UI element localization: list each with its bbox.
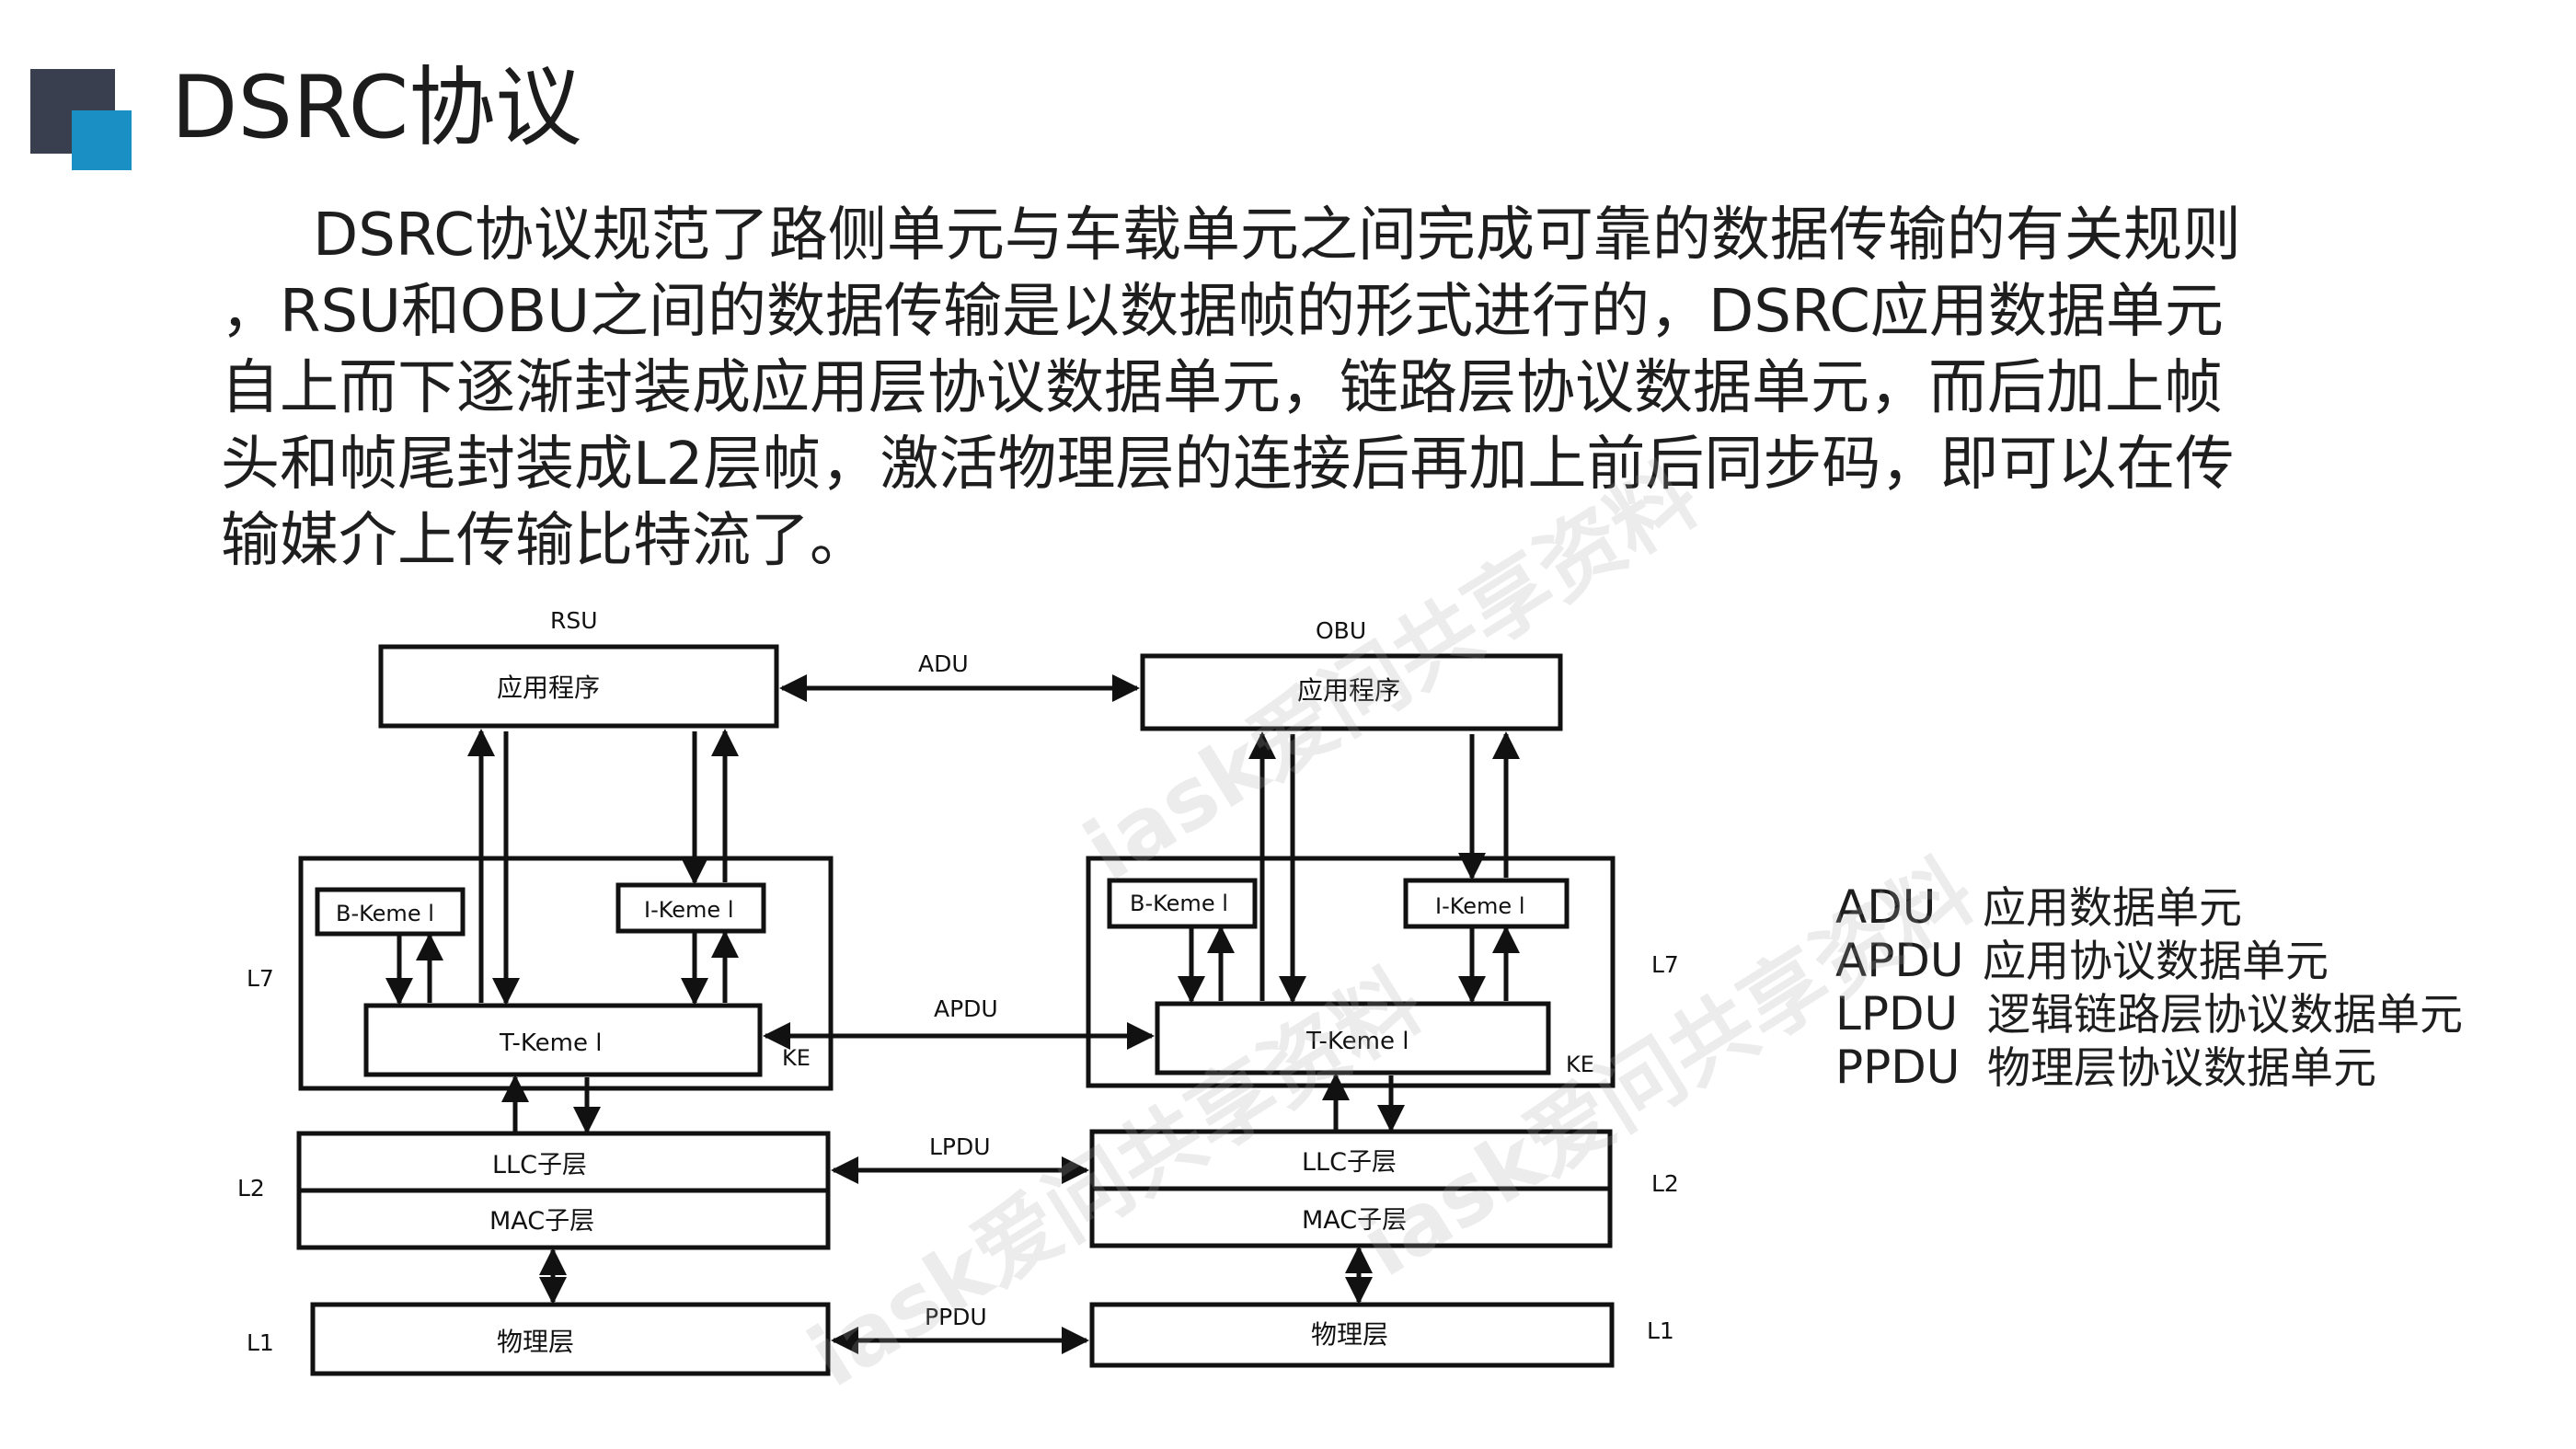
rsu-l7-box — [298, 856, 834, 1091]
legend-abbr: LPDU — [1835, 987, 1959, 1041]
rsu-i-kernel-box — [615, 882, 766, 934]
rsu-app-label: 应用程序 — [497, 673, 600, 703]
apdu-link-label: APDU — [934, 995, 998, 1022]
rsu-b-kernel-box — [315, 887, 466, 937]
rsu-l7-label: L7 — [247, 965, 274, 992]
rsu-phy-label: 物理层 — [497, 1327, 574, 1357]
rsu-t-kernel-box — [363, 1003, 763, 1077]
lpdu-link-label: LPDU — [929, 1133, 991, 1160]
paragraph-line: 自上而下逐渐封装成应用层协议数据单元，链路层协议数据单元，而后加上帧 — [221, 354, 2223, 422]
legend-desc: 应用协议数据单元 — [1982, 937, 2329, 987]
obu-app-box — [1140, 653, 1563, 731]
obu-b-kernel-box — [1107, 878, 1258, 929]
obu-llc-label: LLC子层 — [1302, 1148, 1397, 1177]
legend-desc: 逻辑链路层协议数据单元 — [1986, 990, 2463, 1041]
obu-label: OBU — [1316, 617, 1366, 644]
obu-phy-label: 物理层 — [1311, 1319, 1388, 1350]
obu-l7-label: L7 — [1651, 951, 1679, 978]
rsu-t-kernel-label: T-Keme l — [499, 1029, 602, 1057]
rsu-ke-label: KE — [782, 1045, 811, 1071]
legend-desc: 应用数据单元 — [1982, 883, 2242, 934]
legend-item: LPDU 逻辑链路层协议数据单元 — [1835, 988, 2463, 1041]
obu-l7-box — [1086, 856, 1616, 1088]
rsu-phy-box — [310, 1302, 831, 1376]
obu-l2-label: L2 — [1651, 1170, 1679, 1197]
paragraph-line: 输媒介上传输比特流了。 — [221, 507, 868, 575]
obu-ke-label: KE — [1566, 1052, 1594, 1077]
adu-link-label: ADU — [918, 650, 969, 677]
obu-t-kernel-label: T-Keme l — [1305, 1028, 1409, 1055]
legend-abbr: APDU — [1835, 934, 1964, 987]
obu-i-kernel-box — [1403, 878, 1570, 929]
ppdu-link-label: PPDU — [925, 1304, 987, 1330]
legend-item: PPDU 物理层协议数据单元 — [1835, 1041, 2463, 1095]
legend-abbr: ADU — [1835, 880, 1937, 934]
rsu-mac-label: MAC子层 — [489, 1207, 594, 1236]
legend-desc: 物理层协议数据单元 — [1986, 1043, 2376, 1094]
obu-i-kernel-label: I-Keme l — [1435, 893, 1525, 919]
page-title: DSRC协议 — [171, 58, 582, 158]
intro-paragraph: DSRC协议规范了路侧单元与车载单元之间完成可靠的数据传输的有关规则 ，RSU和… — [221, 198, 2466, 580]
rsu-l2-label: L2 — [237, 1175, 265, 1202]
rsu-app-box — [378, 644, 779, 729]
obu-mac-label: MAC子层 — [1302, 1206, 1407, 1235]
rsu-label: RSU — [550, 607, 598, 634]
rsu-b-kernel-label: B-Keme l — [336, 901, 434, 926]
rsu-llc-label: LLC子层 — [492, 1151, 587, 1179]
paragraph-line: DSRC协议规范了路侧单元与车载单元之间完成可靠的数据传输的有关规则 — [313, 201, 2241, 270]
legend-item: APDU 应用协议数据单元 — [1835, 935, 2463, 988]
paragraph-line: ，RSU和OBU之间的数据传输是以数据帧的形式进行的，DSRC应用数据单元 — [221, 278, 2224, 346]
logo-blue-square — [72, 110, 132, 170]
rsu-l1-label: L1 — [247, 1329, 274, 1356]
obu-t-kernel-box — [1155, 1001, 1551, 1075]
legend-item: ADU 应用数据单元 — [1835, 881, 2463, 935]
obu-app-label: 应用程序 — [1297, 675, 1400, 706]
legend: ADU 应用数据单元 APDU 应用协议数据单元 LPDU 逻辑链路层协议数据单… — [1835, 881, 2463, 1095]
paragraph-line: 头和帧尾封装成L2层帧，激活物理层的连接后再加上前后同步码，即可以在传 — [221, 431, 2235, 499]
rsu-i-kernel-label: I-Keme l — [644, 897, 734, 923]
obu-phy-box — [1089, 1302, 1615, 1368]
legend-abbr: PPDU — [1835, 1041, 1961, 1094]
obu-b-kernel-label: B-Keme l — [1130, 891, 1228, 916]
obu-l1-label: L1 — [1647, 1317, 1674, 1344]
